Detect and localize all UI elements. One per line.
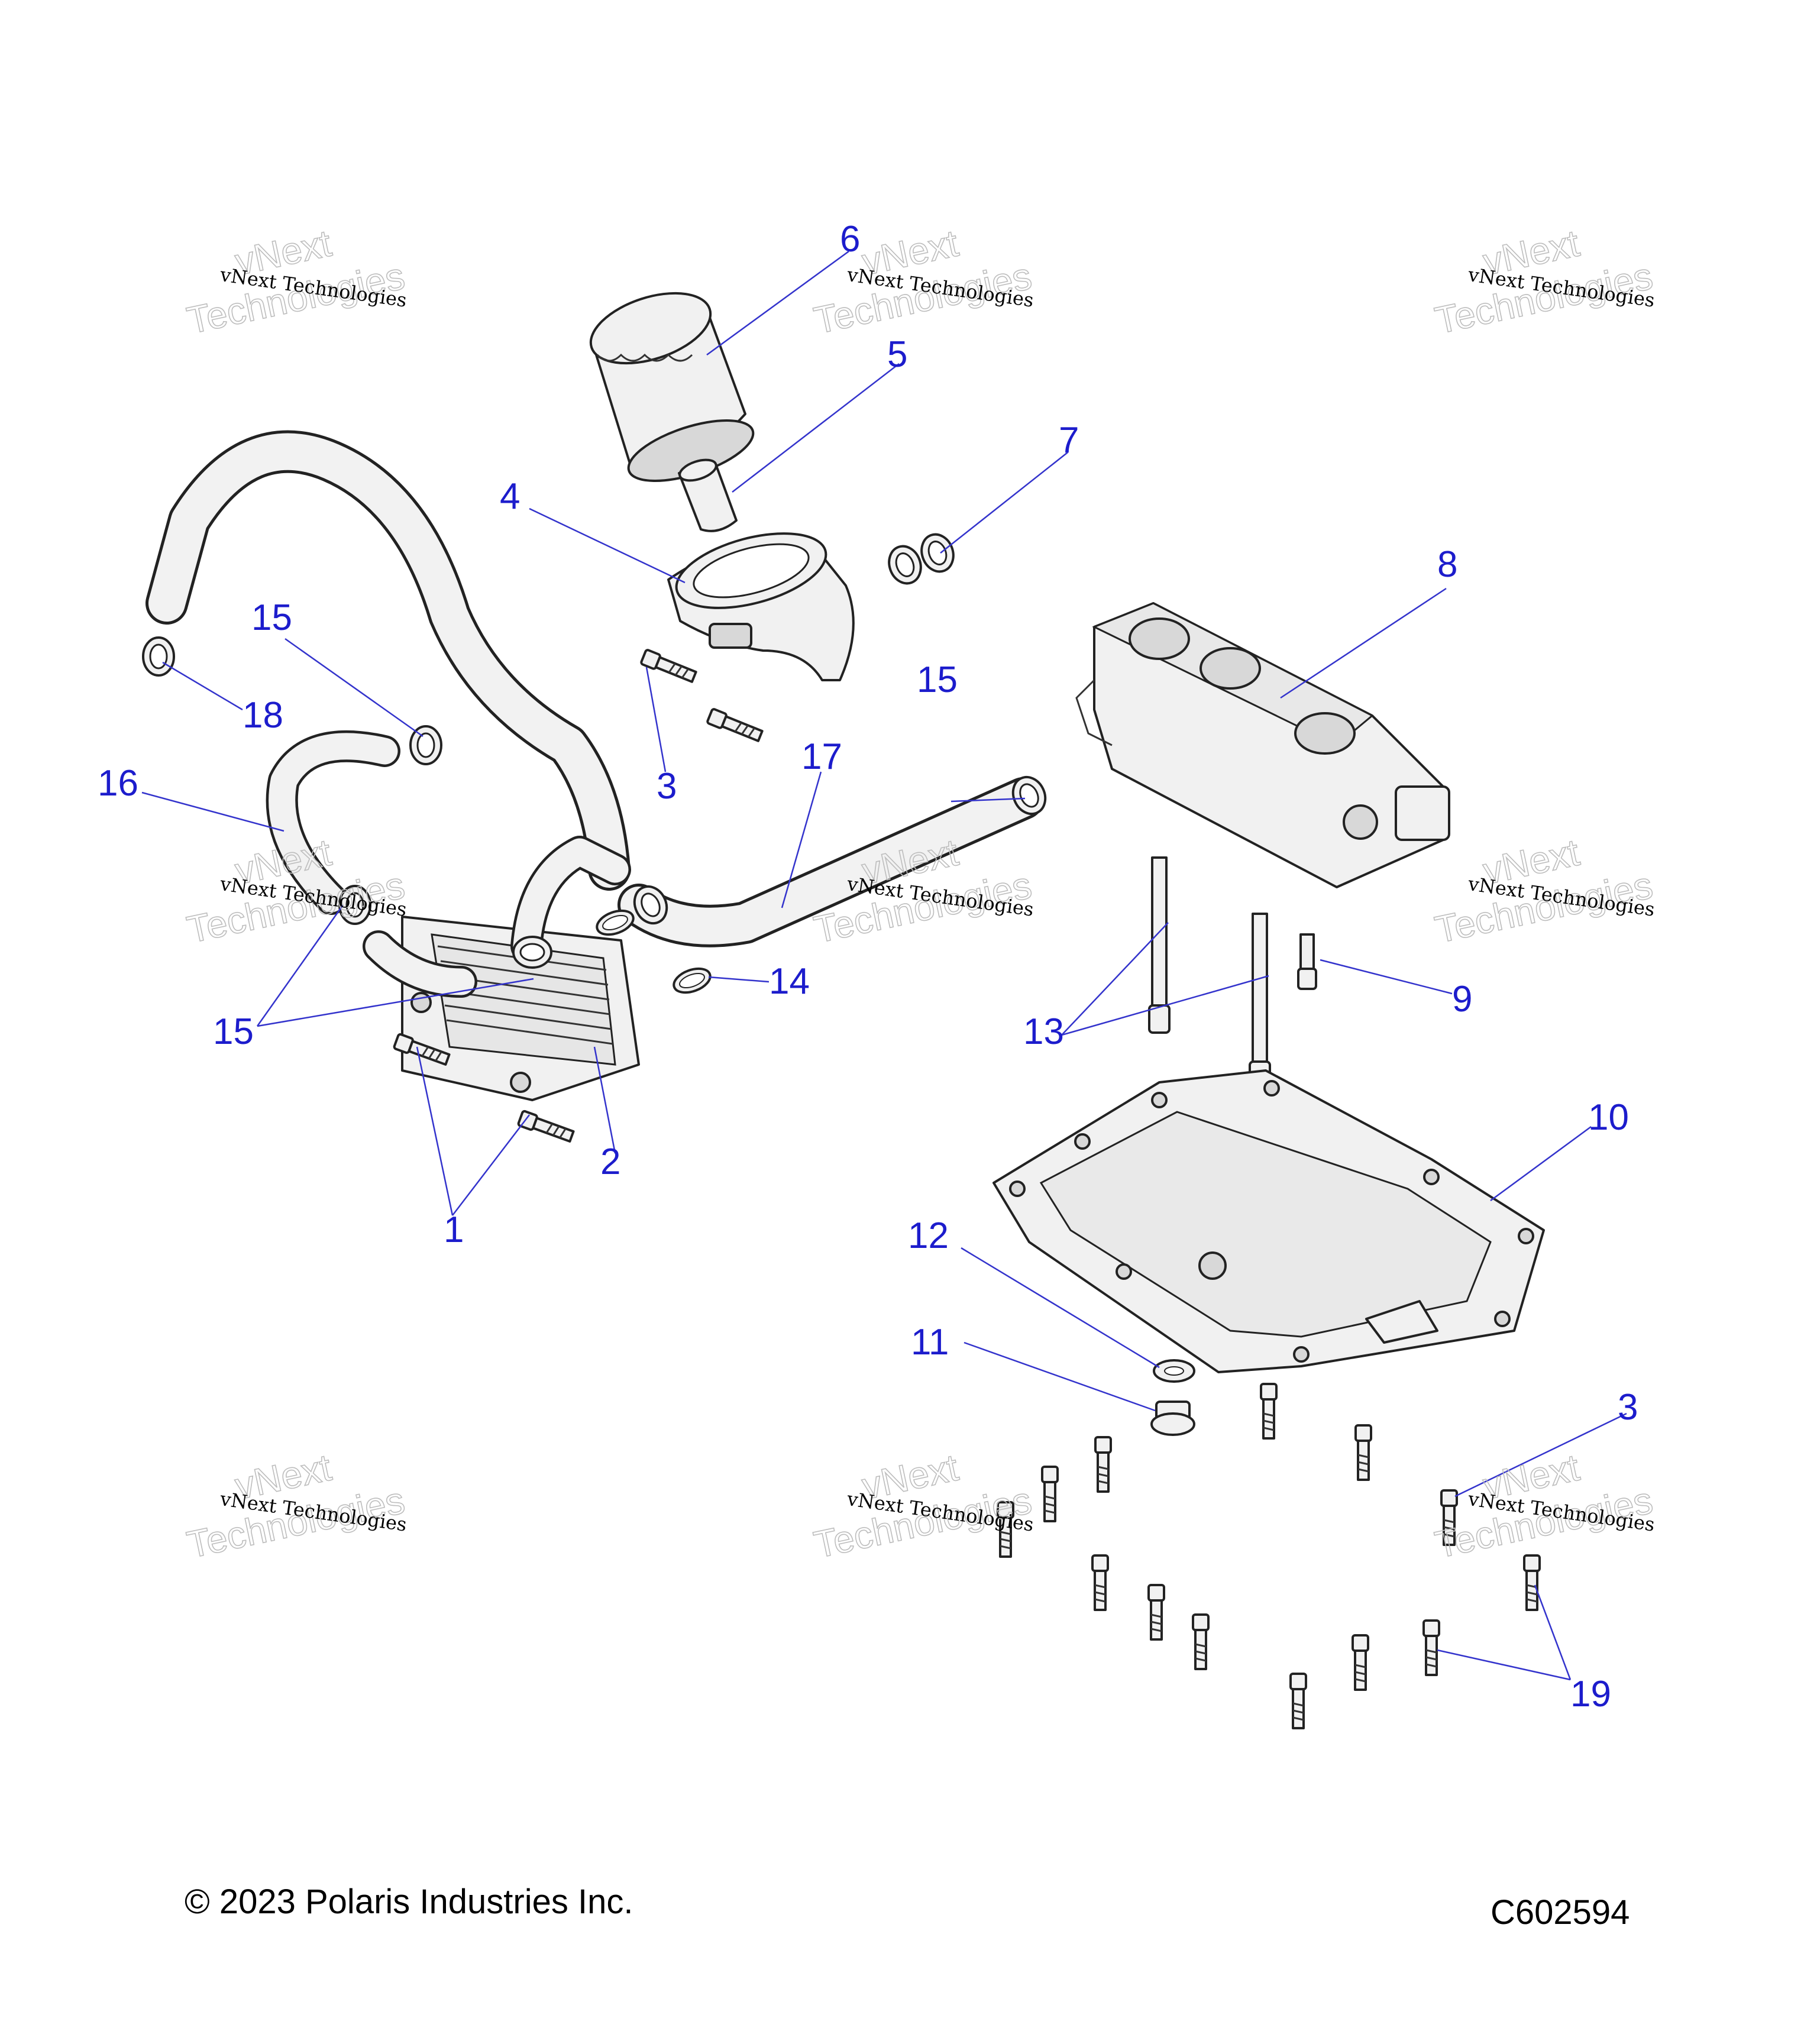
callout-11: 11 <box>911 1322 949 1363</box>
callout-15-right: 15 <box>917 659 958 700</box>
adapter-bolts <box>639 648 765 745</box>
copyright-notice: © 2023 Polaris Industries Inc. <box>185 1883 633 1921</box>
callout-4: 4 <box>500 476 520 517</box>
figure-id: C602594 <box>1491 1893 1630 1932</box>
callout-10: 10 <box>1588 1097 1629 1138</box>
callout-19: 19 <box>1570 1674 1611 1715</box>
callout-15-upper-left: 15 <box>251 597 292 638</box>
oil-hose-17 <box>617 771 1053 947</box>
oil-hose-main <box>146 430 631 891</box>
callout-14: 14 <box>769 961 810 1002</box>
callout-16: 16 <box>98 763 138 804</box>
callout-9: 9 <box>1452 979 1472 1020</box>
drain-plug <box>1150 1401 1195 1436</box>
callout-17: 17 <box>801 736 842 777</box>
callout-18: 18 <box>243 695 283 736</box>
watermark-top-left: vNext Technologies vNext Technologies <box>183 221 409 342</box>
callout-3-lower: 3 <box>1618 1387 1638 1428</box>
oil-filter <box>589 292 755 483</box>
filter-nipple <box>678 458 738 532</box>
watermark-bottom-left: vNext Technologies vNext Technologies <box>183 1445 409 1567</box>
oil-cooler <box>363 836 640 1101</box>
drain-washer <box>1153 1359 1195 1383</box>
oil-hose-16 <box>266 725 442 925</box>
callout-13: 13 <box>1023 1011 1064 1052</box>
hose-clamp-7 <box>882 529 960 589</box>
callout-6: 6 <box>840 219 860 260</box>
callout-2: 2 <box>600 1141 620 1182</box>
screw-9 <box>1297 933 1317 990</box>
watermark-middle-right: vNext Technologies vNext Technologies <box>1431 830 1657 952</box>
watermark-top-right: vNext Technologies vNext Technologies <box>1431 221 1657 342</box>
watermark-bottom-right: vNext Technologies vNext Technologies <box>1431 1445 1657 1567</box>
callout-5: 5 <box>887 334 907 375</box>
callout-7: 7 <box>1059 420 1079 461</box>
callout-8: 8 <box>1437 544 1457 585</box>
leader-lines <box>141 250 1627 1681</box>
callout-labels: 1 2 3 3 4 5 6 7 8 9 10 11 12 13 14 15 15… <box>98 219 1638 1715</box>
filter-adapter <box>667 532 855 681</box>
long-bolts <box>1148 856 1271 1090</box>
hose-clamp-18 <box>142 636 175 677</box>
callout-1: 1 <box>444 1209 464 1250</box>
o-rings <box>596 909 712 994</box>
callout-15-lower-left: 15 <box>213 1011 254 1052</box>
callout-3: 3 <box>657 766 677 807</box>
callout-12: 12 <box>908 1215 949 1256</box>
oil-pan <box>992 1069 1545 1373</box>
oil-pump <box>1075 602 1450 888</box>
